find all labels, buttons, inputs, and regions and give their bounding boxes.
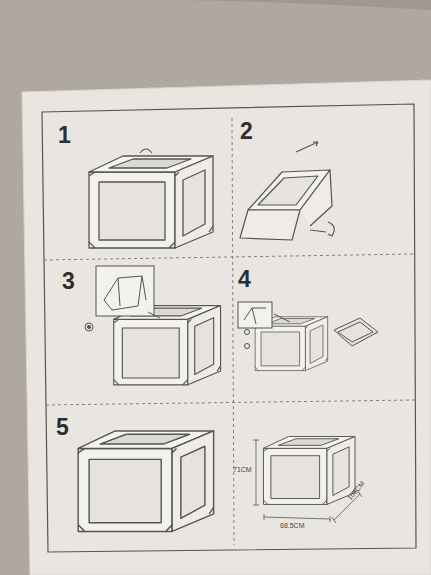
dimension-label: 106CM <box>346 480 366 502</box>
step-number: 2 <box>240 120 253 143</box>
step-number: 1 <box>58 124 71 147</box>
dimension-label: 71CM <box>233 466 252 473</box>
step-number: 4 <box>238 268 251 291</box>
step-number: 3 <box>62 270 75 293</box>
dimension-label: 68.5CM <box>280 522 305 529</box>
step-number: 5 <box>56 416 69 439</box>
